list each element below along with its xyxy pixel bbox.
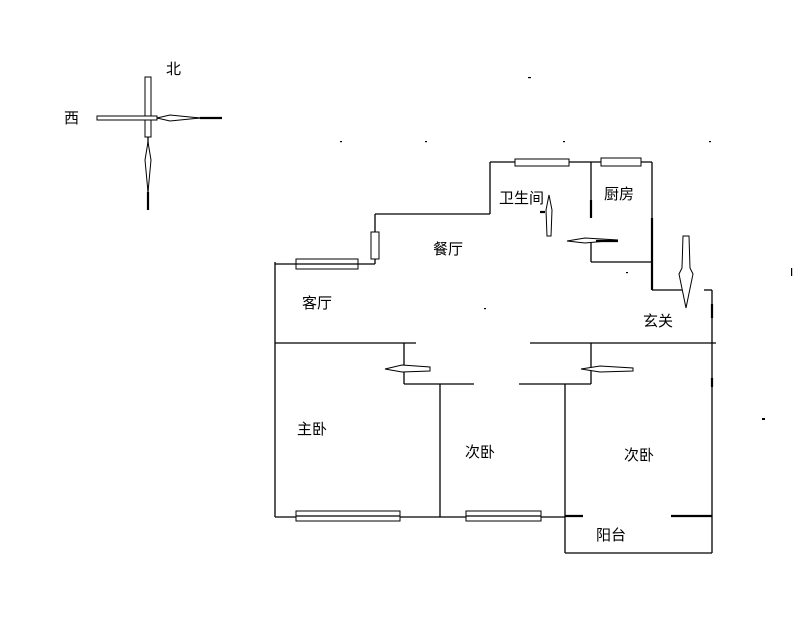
- compass-west-label: 西: [64, 109, 79, 127]
- stray-mark: [425, 141, 427, 143]
- walls: [274, 161, 716, 554]
- room-label-balcony: 阳台: [596, 526, 626, 544]
- bathroom-door-arrow: [545, 194, 553, 237]
- compass-north-bar: [144, 76, 152, 138]
- doors: [384, 194, 694, 373]
- compass-east-needle: [156, 114, 201, 122]
- compass-south-needle: [144, 141, 152, 193]
- window: [600, 157, 642, 167]
- second-bedroom-door-arrow: [580, 365, 634, 373]
- stray-mark: [709, 141, 711, 143]
- stray-mark: [340, 141, 342, 143]
- compass: 北 西: [64, 60, 222, 210]
- room-label-kitchen: 厨房: [604, 185, 634, 203]
- stray-marks: [340, 77, 793, 420]
- stray-mark: [484, 308, 486, 310]
- room-label-second-bedroom: 次卧: [465, 443, 495, 461]
- compass-west-bar: [96, 115, 158, 121]
- room-label-master-bedroom: 主卧: [297, 420, 327, 438]
- room-label-second-bedroom: 次卧: [624, 446, 654, 464]
- compass-north-label: 北: [166, 60, 181, 78]
- room-label-dining: 餐厅: [433, 240, 463, 258]
- master-bedroom-door-arrow: [384, 364, 431, 373]
- windows: [295, 157, 642, 522]
- room-label-entrance: 玄关: [643, 312, 673, 330]
- stray-mark: [791, 268, 793, 276]
- window: [370, 231, 380, 260]
- window: [514, 158, 570, 167]
- room-labels: 卫生间 厨房 餐厅 客厅 玄关 主卧 次卧 次卧 阳台: [297, 185, 673, 544]
- stray-mark: [762, 418, 765, 420]
- entrance-door-arrow: [678, 235, 694, 309]
- room-label-bathroom: 卫生间: [499, 189, 544, 207]
- stray-mark: [528, 77, 531, 79]
- stray-mark: [563, 141, 565, 143]
- room-label-living: 客厅: [302, 294, 332, 312]
- stray-mark: [626, 272, 628, 274]
